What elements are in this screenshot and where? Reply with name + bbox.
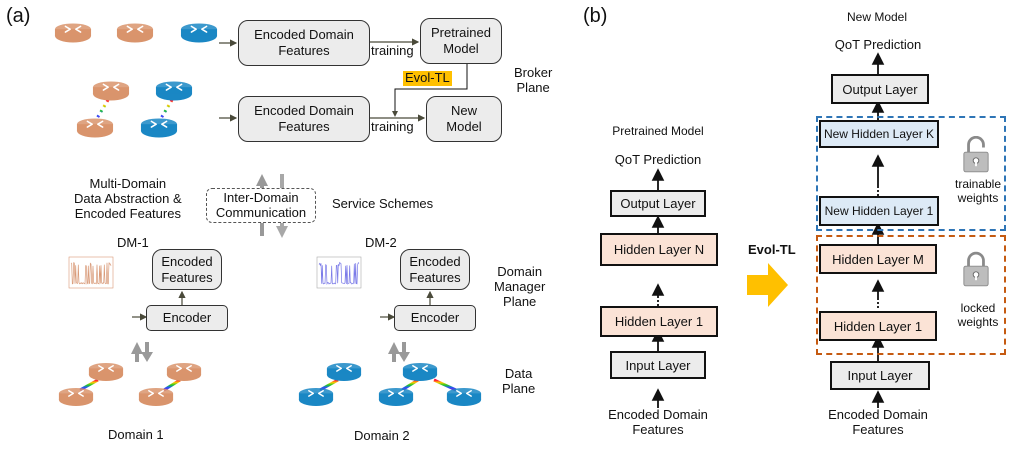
text: Features xyxy=(852,421,904,437)
monitoring-signal-dm1 xyxy=(68,256,114,289)
data-plane-label: Data Plane xyxy=(502,366,536,397)
panel-a-label: (a) xyxy=(6,5,31,27)
panel-b-label: (b) xyxy=(583,5,608,27)
text: Communication xyxy=(215,204,307,220)
router-blue-icon xyxy=(326,362,362,382)
new-hidden-layer-1: New Hidden Layer 1 xyxy=(819,196,939,226)
new-model-input-label: Encoded Domain Features xyxy=(813,407,943,438)
text: New xyxy=(450,103,477,119)
trainable-weights-label: trainable weights xyxy=(946,177,1010,206)
text: Features xyxy=(278,119,330,134)
new-input-layer: Input Layer xyxy=(830,361,930,390)
locked-weights-region xyxy=(816,235,1006,355)
text: Features xyxy=(278,43,330,58)
monitoring-signal-dm2 xyxy=(316,256,362,289)
text: Plane xyxy=(503,293,537,309)
evol-tl-highlight: Evol-TL xyxy=(403,70,452,86)
pretrained-model-title: Pretrained Model xyxy=(612,124,704,138)
router-blue-icon xyxy=(402,362,438,382)
text: Plane xyxy=(502,380,536,396)
abstraction-label: Multi-Domain Data Abstraction & Encoded … xyxy=(74,176,182,222)
new-model-qot-label: QoT Prediction xyxy=(834,37,922,52)
text: Model xyxy=(446,119,482,134)
text: Encoded Domain xyxy=(608,407,708,422)
text: Data Abstraction & xyxy=(74,190,182,206)
evol-tl-arrow xyxy=(392,64,468,117)
text: Inter-Domain xyxy=(223,189,299,205)
dm1-encoder-box: Encoder xyxy=(146,305,228,331)
text: Encoded Features xyxy=(74,205,181,221)
router-blue-icon xyxy=(446,387,482,407)
text: Encoded Domain xyxy=(254,27,354,43)
locked-weights-label: locked weights xyxy=(946,301,1010,330)
text: Encoded Domain xyxy=(254,103,354,119)
text: Encoded xyxy=(409,253,461,269)
text: Encoder xyxy=(410,310,460,326)
router-blue-icon xyxy=(298,387,334,407)
pretrained-input-layer: Input Layer xyxy=(610,351,706,379)
text: Multi-Domain xyxy=(89,176,167,191)
lightpath-b-links xyxy=(94,88,174,121)
training-label-2: training xyxy=(371,119,414,134)
text: Features xyxy=(161,269,213,285)
text: Model xyxy=(443,41,479,56)
text: Broker xyxy=(514,65,553,80)
dm2-title: DM-2 xyxy=(365,235,397,250)
router-orange-icon xyxy=(88,362,124,382)
evol-tl-arrow-label: Evol-TL xyxy=(748,242,796,257)
new-model-hidden-layer-1: Hidden Layer 1 xyxy=(819,311,937,341)
router-orange-icon xyxy=(166,362,202,382)
new-model-title: New Model xyxy=(846,10,908,24)
new-hidden-layer-k: New Hidden Layer K xyxy=(819,120,939,148)
new-output-layer: Output Layer xyxy=(831,74,929,104)
pretrained-hidden-layer-n: Hidden Layer N xyxy=(600,233,718,266)
evol-tl-big-arrow xyxy=(747,263,788,307)
service-schemes-label: Service Schemes xyxy=(332,196,434,211)
text: trainable xyxy=(954,177,1002,191)
text: Features xyxy=(409,269,461,285)
inter-domain-communication-box: Inter-Domain Communication xyxy=(206,188,316,223)
text: weights xyxy=(957,314,999,329)
text: Encoded xyxy=(161,253,213,269)
text: Encoded Domain xyxy=(828,407,928,422)
text: Plane xyxy=(516,79,550,95)
text: Pretrained xyxy=(431,25,491,41)
training-label-1: training xyxy=(371,43,414,58)
text: weights xyxy=(957,190,999,205)
domain-2-label: Domain 2 xyxy=(354,428,410,443)
text: Manager xyxy=(494,278,546,294)
domain-1-label: Domain 1 xyxy=(108,427,164,442)
pretrained-hidden-layer-1: Hidden Layer 1 xyxy=(600,306,718,337)
dm2-encoder-box: Encoder xyxy=(394,305,476,331)
router-orange-icon xyxy=(138,387,174,407)
hidden-layer-m: Hidden Layer M xyxy=(819,244,937,274)
text: Features xyxy=(632,421,684,437)
trainable-weights-region xyxy=(816,116,1006,231)
broker-plane-label: Broker Plane xyxy=(514,65,553,96)
text: Encoder xyxy=(162,310,212,326)
router-orange-icon xyxy=(58,387,94,407)
pretrained-input-label: Encoded Domain Features xyxy=(591,407,725,438)
text: locked xyxy=(960,301,996,315)
domain-manager-plane-label: Domain Manager Plane xyxy=(494,264,546,310)
pretrained-qot-label: QoT Prediction xyxy=(614,152,702,167)
dm1-title: DM-1 xyxy=(117,235,149,250)
router-blue-icon xyxy=(378,387,414,407)
pretrained-output-layer: Output Layer xyxy=(610,190,706,217)
text: Domain xyxy=(497,264,543,279)
text: Data xyxy=(504,366,533,381)
